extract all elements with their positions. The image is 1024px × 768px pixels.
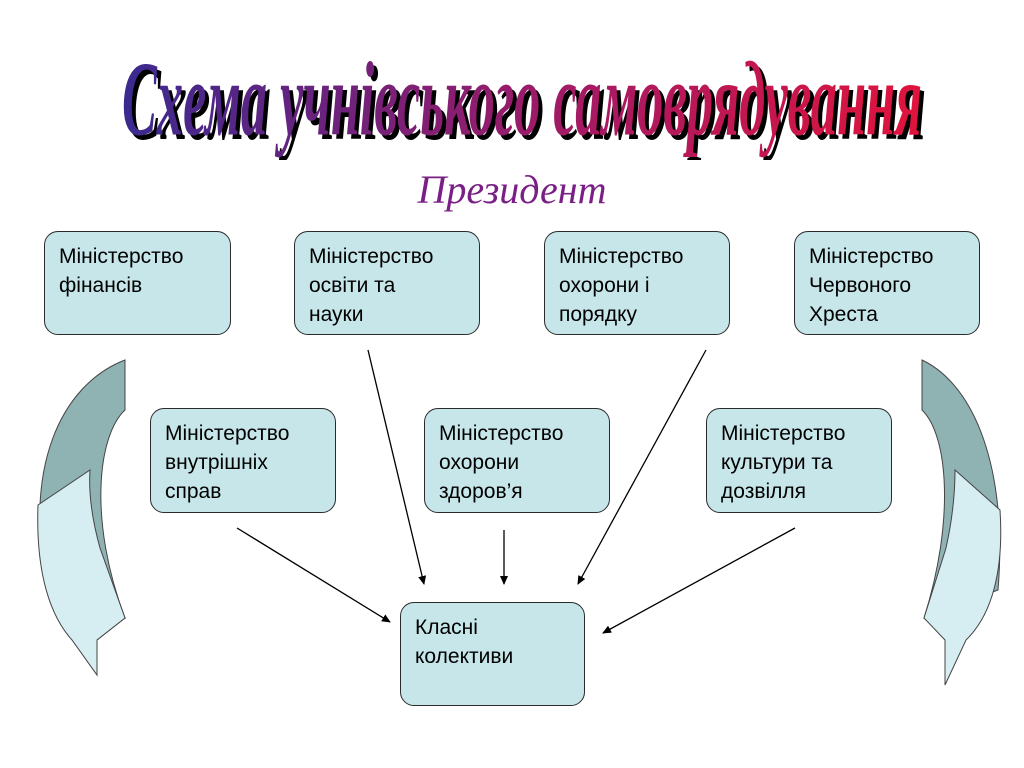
box-ministry-finance: Міністерство фінансів	[44, 231, 231, 335]
left-curved-arrow-icon	[37, 359, 127, 677]
arrow-order	[577, 349, 707, 585]
box-ministry-order: Міністерство охорони і порядку	[544, 231, 730, 335]
box-ministry-culture: Міністерство культури та дозвілля	[706, 408, 892, 513]
box-class-collectives: Класні колективи	[400, 602, 585, 706]
box-ministry-health: Міністерство охорони здоров’я	[424, 408, 610, 513]
arrow-culture	[602, 527, 796, 634]
right-curved-arrow-icon	[921, 359, 1002, 686]
box-ministry-red-cross: Міністерство Червоного Хреста	[794, 231, 980, 335]
box-ministry-education: Міністерство освіти та науки	[294, 231, 480, 335]
arrow-education	[367, 349, 427, 585]
page-title: Схема учнівського самоврядування	[122, 42, 922, 158]
title-shadow: Схема учнівського самоврядування	[126, 46, 926, 160]
president-label: Президент	[417, 167, 607, 212]
box-ministry-internal-affairs: Міністерство внутрішніх справ	[150, 408, 336, 513]
arrow-internal-affairs	[236, 527, 391, 623]
title-art: Схема учнівського самоврядування Схема у…	[122, 42, 926, 160]
